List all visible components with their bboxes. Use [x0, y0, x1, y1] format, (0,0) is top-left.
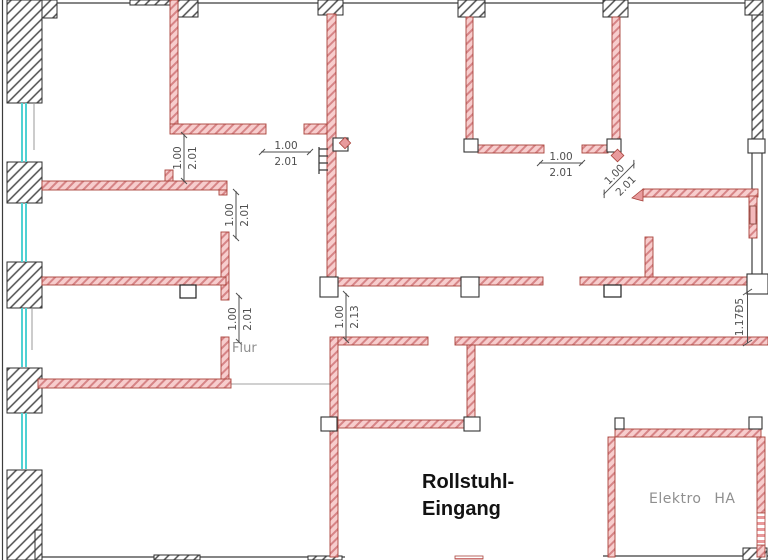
entrance-label-line1: Rollstuhl- — [422, 471, 514, 493]
dim-right-wall: 1.17Ð5 — [734, 288, 753, 347]
pier — [748, 416, 763, 430]
pier — [319, 276, 339, 298]
wall — [220, 231, 230, 301]
wall — [644, 236, 654, 278]
dim-width: 1.00 — [227, 307, 239, 330]
wall — [337, 419, 467, 429]
wall — [164, 169, 174, 183]
wall — [37, 378, 232, 389]
pier — [463, 138, 479, 153]
ladder-symbol — [318, 147, 328, 174]
dim-width: 1.00 — [274, 140, 297, 152]
pier — [614, 417, 625, 430]
existing-masonry-walls — [6, 0, 768, 560]
wall — [465, 16, 474, 141]
dim-height: 2.01 — [239, 203, 251, 226]
room-label-flur: Flur — [232, 341, 257, 356]
wall-trace — [454, 555, 484, 560]
dim-value: 1.17Ð5 — [734, 298, 746, 336]
room-label-elektro: Elektro HA — [649, 491, 736, 507]
wall — [756, 436, 766, 514]
dim-height: 2.01 — [187, 146, 199, 169]
door-swing-icon — [338, 136, 352, 150]
wall — [218, 189, 228, 196]
wall — [756, 544, 766, 558]
dim-height: 2.01 — [549, 167, 572, 179]
wall — [329, 336, 339, 558]
pier — [320, 416, 338, 432]
pier — [463, 416, 481, 432]
dim-width: 1.00 — [549, 151, 572, 163]
dim-door-corridor: 1.00 2.13 — [334, 290, 361, 344]
door-swing-markers — [338, 136, 644, 202]
window-icon — [21, 413, 23, 469]
dim-width: 1.00 — [224, 203, 236, 226]
wall — [579, 276, 749, 286]
dim-door-left-mid: 1.00 2.01 — [224, 188, 251, 242]
wall — [220, 336, 230, 381]
wall — [478, 276, 544, 286]
pier — [460, 276, 480, 298]
column-markers — [179, 284, 622, 299]
window-icon — [756, 512, 766, 546]
door-swing-icon — [631, 188, 644, 202]
wall — [581, 144, 609, 154]
wall — [611, 16, 621, 141]
door-niche — [749, 205, 757, 225]
wall — [454, 336, 768, 346]
pier — [746, 273, 768, 295]
wall-junction-piers — [319, 137, 768, 432]
window-icon — [25, 103, 27, 162]
dim-width: 1.00 — [172, 146, 184, 169]
window-icon — [25, 203, 27, 262]
column-marker — [179, 284, 197, 299]
dim-door-top-right: 1.00 2.01 — [536, 151, 586, 179]
entrance-label-line2: Eingang — [422, 498, 501, 520]
dim-height: 2.01 — [274, 156, 297, 168]
wall — [642, 188, 759, 198]
dim-door-top-center: 1.00 2.01 — [258, 140, 314, 168]
column-marker — [603, 284, 622, 298]
dim-door-flur: 1.00 2.01 — [227, 292, 254, 346]
window-icon — [25, 413, 27, 469]
wall — [607, 436, 616, 558]
dim-door-upper-left: 1.00 2.01 — [172, 131, 199, 185]
window-icon — [25, 308, 27, 367]
wall — [41, 276, 227, 286]
wall — [303, 123, 329, 135]
window-icon — [21, 308, 23, 367]
wall — [169, 123, 267, 135]
dim-height: 2.01 — [242, 307, 254, 330]
wall — [614, 428, 762, 438]
new-walls — [37, 0, 768, 558]
wall — [336, 277, 464, 287]
wall — [477, 144, 545, 154]
wall — [41, 180, 228, 191]
window-icon — [21, 103, 23, 162]
door-swing-icon — [610, 148, 625, 163]
wall — [169, 0, 179, 125]
dim-height: 2.13 — [349, 305, 361, 328]
wall — [466, 344, 476, 420]
window-icon — [21, 203, 23, 262]
dim-width: 1.00 — [334, 305, 346, 328]
wall — [337, 336, 429, 346]
pier — [747, 138, 766, 154]
right-wall-openings — [454, 205, 766, 560]
left-facade-windows — [21, 103, 35, 469]
